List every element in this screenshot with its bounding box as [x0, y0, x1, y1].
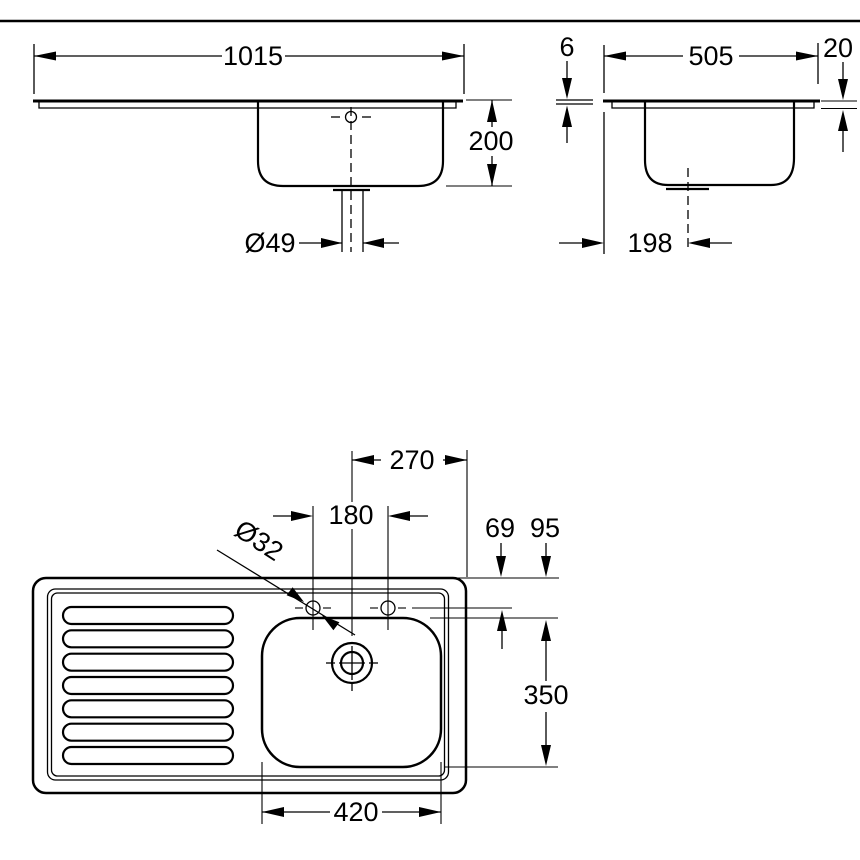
dim-tap-hole-spacing: 180 [273, 500, 428, 530]
front-view: 1015 200 Ø49 [33, 41, 514, 258]
plan-drainboard-slats [61, 605, 235, 766]
dim-drain-diameter: Ø49 [244, 228, 399, 258]
front-countertop-lip [38, 102, 457, 109]
dim-bowl-depth: 200 [446, 99, 514, 187]
dim-back-ledge-height: 20 [821, 33, 857, 152]
side-countertop-lip [611, 102, 815, 109]
dim-label-drain-offset: 198 [627, 228, 672, 258]
dim-overall-width: 1015 [33, 41, 465, 94]
dim-drain-offset: 198 [559, 228, 732, 258]
dim-label-tap-hole-diameter: Ø32 [229, 514, 288, 567]
dim-overall-depth: 505 [603, 41, 819, 254]
plan-rim-line-outer [46, 588, 450, 781]
dim-label-bowl-depth: 200 [468, 126, 513, 156]
dim-label-bowl-center-to-edge: 270 [389, 445, 434, 475]
plan-view: 270 180 Ø32 69 95 [31, 445, 569, 827]
dim-label-drain-diameter: Ø49 [244, 228, 295, 258]
dim-front-edge-height: 6 [556, 32, 593, 143]
side-view: 505 6 20 [556, 32, 857, 258]
dim-label-back-ledge-height: 20 [823, 33, 853, 63]
dim-label-bowl-width: 420 [333, 797, 378, 827]
dim-bowl-width: 420 [261, 762, 442, 827]
dim-label-bowl-length: 350 [523, 680, 568, 710]
dim-label-tap-hole-spacing: 180 [328, 500, 373, 530]
dim-label-bowl-edge-offset: 95 [530, 513, 560, 543]
front-tap-hole-symbol [331, 110, 371, 124]
plan-drain [326, 641, 378, 691]
dim-bowl-edge-offset: 95 [530, 513, 560, 577]
plan-outer-edge [31, 576, 468, 795]
dim-tap-center-offset: 69 [485, 513, 515, 649]
dim-label-overall-width: 1015 [223, 41, 283, 71]
dim-bowl-length: 350 [523, 620, 569, 766]
plan-rim-line-inner [50, 592, 446, 777]
plan-bowl-outline [260, 616, 443, 769]
dim-label-overall-depth: 505 [688, 41, 733, 71]
side-bowl-outline [643, 102, 796, 187]
dim-label-tap-center-offset: 69 [485, 513, 515, 543]
dim-label-front-edge-height: 6 [559, 32, 574, 62]
dim-bowl-center-to-edge: 270 [352, 445, 468, 577]
